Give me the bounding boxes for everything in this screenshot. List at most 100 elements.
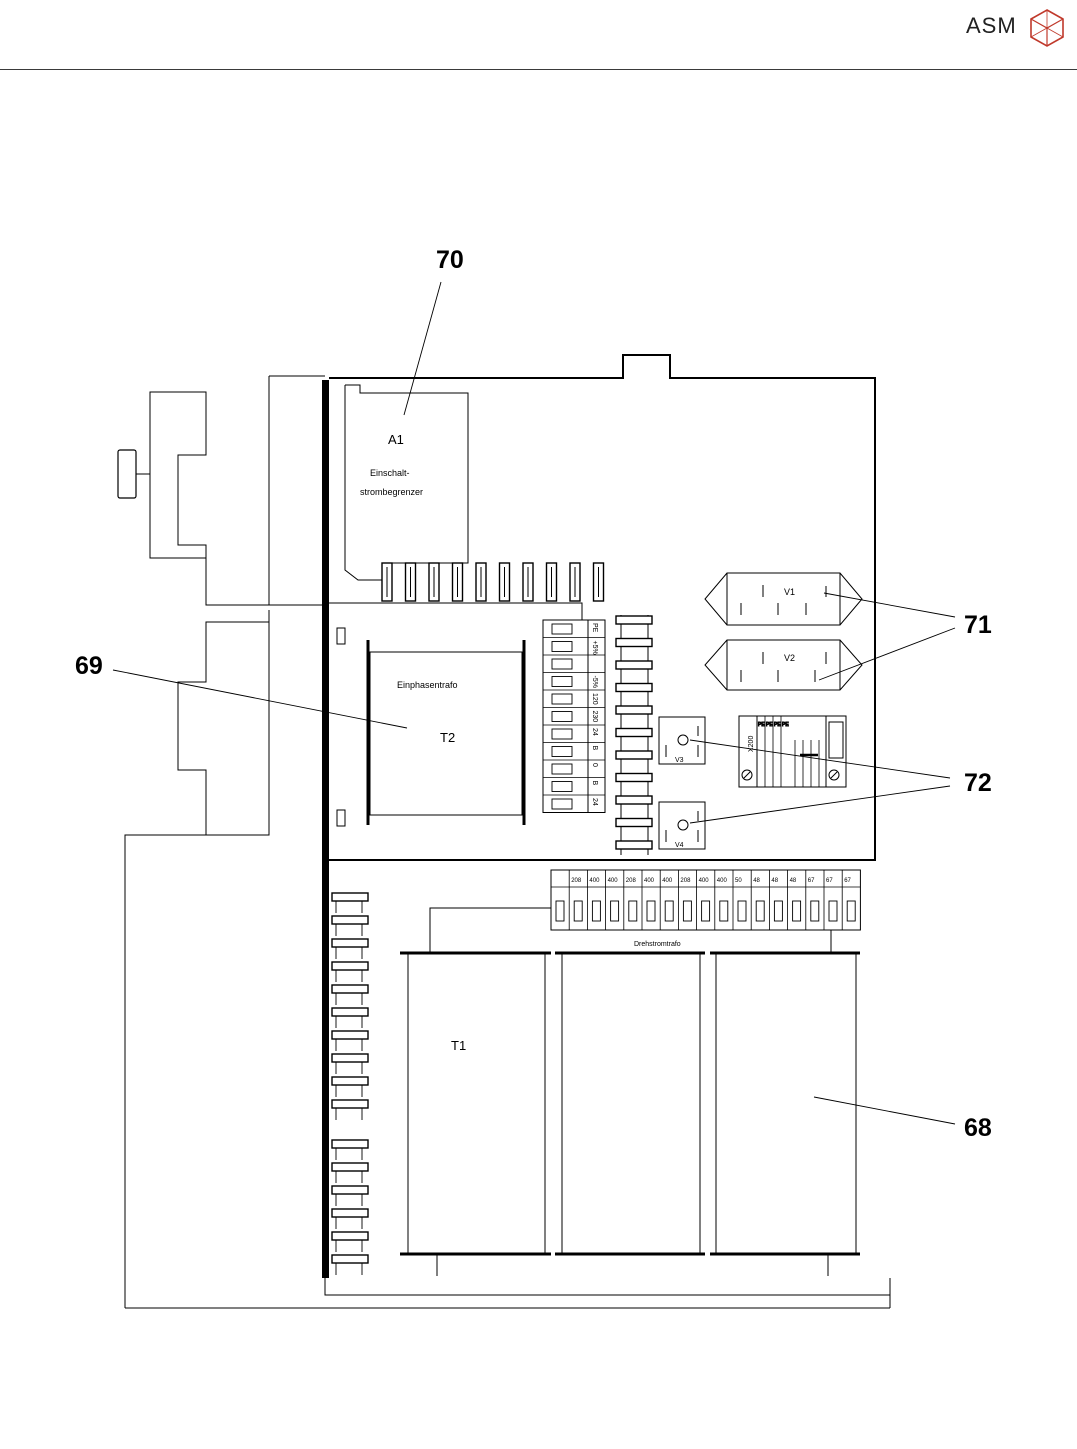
connector-clip (616, 751, 652, 759)
connector-clip (616, 639, 652, 647)
strip-terminal (647, 901, 655, 921)
strip-terminal-label: -5% (591, 676, 598, 688)
strip-terminal (793, 901, 801, 921)
strip-terminal (552, 747, 572, 757)
rail-terminal (332, 1140, 368, 1148)
strip-terminal (552, 624, 572, 634)
strip-terminal (552, 799, 572, 809)
strip-terminal (592, 901, 600, 921)
strip-terminal-label: 208 (571, 878, 582, 884)
callout-71: 71 (964, 611, 992, 639)
v4-label: V4 (675, 842, 684, 849)
strip-terminal-label: 120 (591, 693, 598, 705)
strip-terminal (829, 901, 837, 921)
rail-terminal (332, 1008, 368, 1016)
connector-clip (616, 729, 652, 737)
rail-terminal (332, 1186, 368, 1194)
rail-terminal (332, 1054, 368, 1062)
x200-terminal-block: PEPEPEPE (739, 716, 846, 787)
strip-terminal-label: 230 (591, 711, 598, 723)
rail-terminal (332, 1077, 368, 1085)
t1-label: T1 (451, 1038, 466, 1053)
strip-terminal-label: 67 (826, 878, 833, 884)
connector-clip (616, 616, 652, 624)
strip-terminal-label: 48 (753, 878, 760, 884)
strip-terminal-label: 24 (591, 798, 598, 806)
strip-terminal (665, 901, 673, 921)
strip-terminal-label: 67 (808, 878, 815, 884)
a1-label: A1 (388, 432, 404, 447)
v1-rectifier (705, 573, 862, 625)
strip-terminal (756, 901, 764, 921)
t2-description: Einphasentrafo (397, 680, 458, 690)
strip-terminal (574, 901, 582, 921)
rail-terminal (332, 1163, 368, 1171)
strip-terminal-label: 400 (662, 878, 673, 884)
x200-terminal-label: PE (782, 722, 789, 728)
rail-terminal (332, 1232, 368, 1240)
v2-label: V2 (784, 653, 795, 663)
strip-terminal (774, 901, 782, 921)
strip-terminal-label: 400 (717, 878, 728, 884)
strip-terminal-label: 50 (735, 878, 742, 884)
strip-terminal-label: 400 (589, 878, 600, 884)
strip-terminal (683, 901, 691, 921)
a1-description-line1: Einschalt- (370, 468, 410, 478)
strip-terminal (702, 901, 710, 921)
strip-terminal (629, 901, 637, 921)
callout-70: 70 (436, 246, 464, 274)
connector-clip (616, 706, 652, 714)
strip-terminal-label: 208 (680, 878, 691, 884)
strip-terminal-label: +5% (591, 641, 598, 655)
upper-terminal-row (382, 563, 604, 601)
strip-terminal (552, 729, 572, 739)
rail-terminal (332, 985, 368, 993)
strip-terminal (847, 901, 855, 921)
strip-terminal-label: 400 (644, 878, 655, 884)
connector-column (616, 615, 652, 855)
v1-label: V1 (784, 587, 795, 597)
upper-housing (329, 355, 875, 860)
strip-terminal (556, 901, 564, 921)
strip-terminal (552, 659, 572, 669)
strip-terminal-label: 0 (591, 763, 598, 767)
rail-terminal (332, 1100, 368, 1108)
x200-terminal-label: PE (766, 722, 773, 728)
strip-terminal (552, 782, 572, 792)
strip-terminal (552, 694, 572, 704)
rail-terminal (332, 893, 368, 901)
strip-terminal (811, 901, 819, 921)
t2-label: T2 (440, 730, 455, 745)
strip-terminal-label: 67 (844, 878, 851, 884)
mounting-rail (322, 380, 329, 1278)
strip-terminal (720, 901, 728, 921)
connector-clip (616, 841, 652, 849)
strip-terminal-label: 48 (790, 878, 797, 884)
strip-terminal (552, 712, 572, 722)
callout-69: 69 (75, 652, 103, 680)
connector-clip (616, 774, 652, 782)
a1-description-line2: strombegrenzer (360, 487, 423, 497)
rail-terminal-column (332, 893, 368, 1275)
rail-terminal (332, 962, 368, 970)
v2-rectifier (705, 640, 862, 690)
rail-terminal (332, 1209, 368, 1217)
rail-terminal (332, 1255, 368, 1263)
connector-clip (616, 796, 652, 804)
strip-terminal-label: 400 (699, 878, 710, 884)
strip-terminal-label: 48 (771, 878, 778, 884)
strip-terminal-label: PE (591, 623, 598, 633)
connector-clip (616, 684, 652, 692)
strip-terminal (552, 677, 572, 687)
a1-module (345, 385, 468, 580)
strip-terminal (611, 901, 619, 921)
strip-terminal (738, 901, 746, 921)
strip-terminal (552, 764, 572, 774)
strip-terminal-label: 24 (591, 728, 598, 736)
rail-terminal (332, 939, 368, 947)
callout-72: 72 (964, 769, 992, 797)
callout-68: 68 (964, 1114, 992, 1142)
x200-terminal-label: PE (774, 722, 781, 728)
